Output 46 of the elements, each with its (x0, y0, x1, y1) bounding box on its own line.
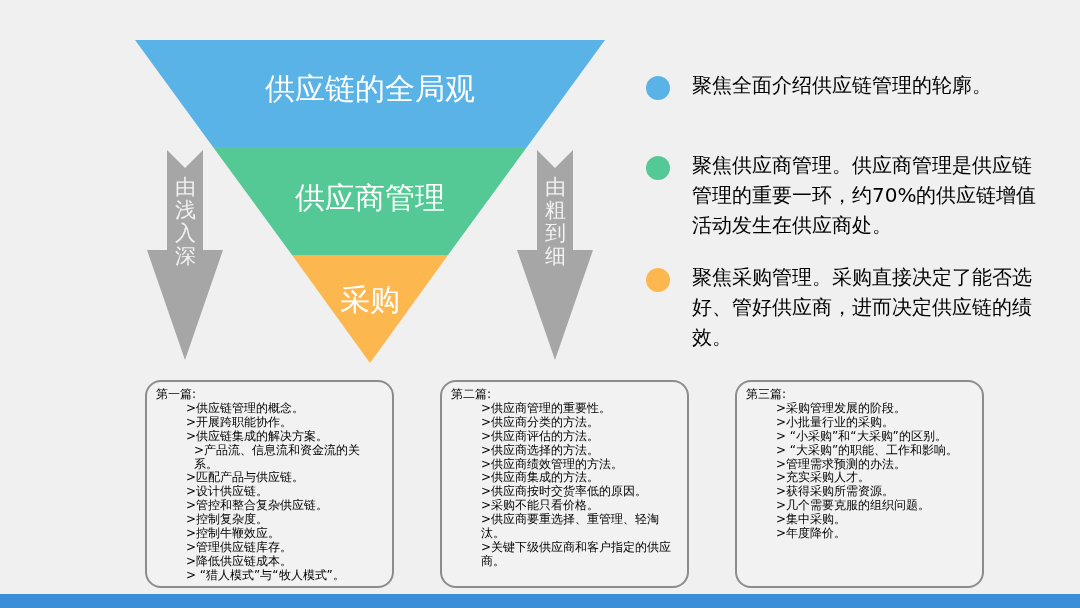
topic-item: >充实采购人才。 (775, 471, 872, 485)
topic-item: >产品流、信息流和资金流的关系。 (193, 443, 362, 471)
arrow-label: 由浅入深 (174, 176, 196, 269)
topic-item: > “大采购”的职能、工作和影响。 (775, 443, 960, 458)
topic-item: >管理需求预测的办法。 (775, 457, 908, 471)
topic-item: >供应链管理的概念。 (185, 401, 306, 416)
topic-item: >供应商要重选择、重管理、轻淘汰。 (480, 513, 661, 541)
topic-item: >供应商选择的方法。 (480, 443, 601, 458)
topic-item: > “小采购”和“大采购”的区别。 (775, 429, 948, 444)
chapter-heading: 第三篇: (746, 388, 788, 402)
topic-item: >匹配产品与供应链。 (185, 471, 306, 485)
topic-item: >采购不能只看价格。 (480, 499, 601, 513)
description-text: 聚焦供应商管理。供应商管理是供应链管理的重要一环，约70%的供应链增值活动发生在供应商处。 (692, 152, 1037, 239)
description-text: 聚焦采购管理。采购直接决定了能否选好、管好供应商，进而决定供应链的绩效。 (692, 264, 1033, 351)
topic-item: >降低供应链成本。 (185, 554, 294, 569)
chapter-card (735, 380, 984, 588)
topic-item: >关键下级供应商和客户指定的供应商。 (480, 540, 673, 569)
topic-item: >供应链集成的解决方案。 (185, 429, 330, 444)
topic-item: >获得采购所需资源。 (775, 485, 896, 499)
topic-item: >供应商评估的方法。 (480, 429, 601, 444)
topic-item: >控制牛鞭效应。 (185, 527, 282, 541)
topic-item: >设计供应链。 (185, 485, 270, 499)
topic-item: >管理供应链库存。 (185, 540, 294, 555)
topic-item: >年度降价。 (775, 527, 848, 541)
topic-item: >小批量行业的采购。 (775, 415, 896, 430)
funnel-label: 采购 (340, 285, 400, 315)
topic-item: >供应商集成的方法。 (480, 471, 601, 485)
topic-item: >集中采购。 (775, 513, 848, 527)
chapter-card (440, 380, 689, 588)
chapter-card (145, 380, 394, 588)
arrow-label: 由粗到细 (544, 176, 566, 269)
funnel-label: 供应商管理 (295, 183, 445, 213)
topic-item: >供应商绩效管理的方法。 (480, 457, 625, 471)
topic-item: >管控和整合复杂供应链。 (185, 499, 330, 513)
chapter-heading: 第一篇: (156, 388, 198, 402)
funnel-label: 供应链的全局观 (265, 74, 475, 104)
description-text: 聚焦全面介绍供应链管理的轮廓。 (692, 72, 993, 99)
topic-item: >供应商管理的重要性。 (480, 401, 613, 416)
chapter-heading: 第二篇: (451, 388, 493, 402)
topic-item: >几个需要克服的组织问题。 (775, 499, 932, 513)
topic-item: >控制复杂度。 (185, 513, 270, 527)
topic-item: >供应商分类的方法。 (480, 415, 601, 430)
topic-item: >采购管理发展的阶段。 (775, 401, 908, 416)
topic-item: > “猎人模式”与“牧人模式”。 (185, 568, 346, 583)
topic-item: >开展跨职能协作。 (185, 415, 294, 430)
topic-item: >供应商按时交货率低的原因。 (480, 485, 649, 499)
